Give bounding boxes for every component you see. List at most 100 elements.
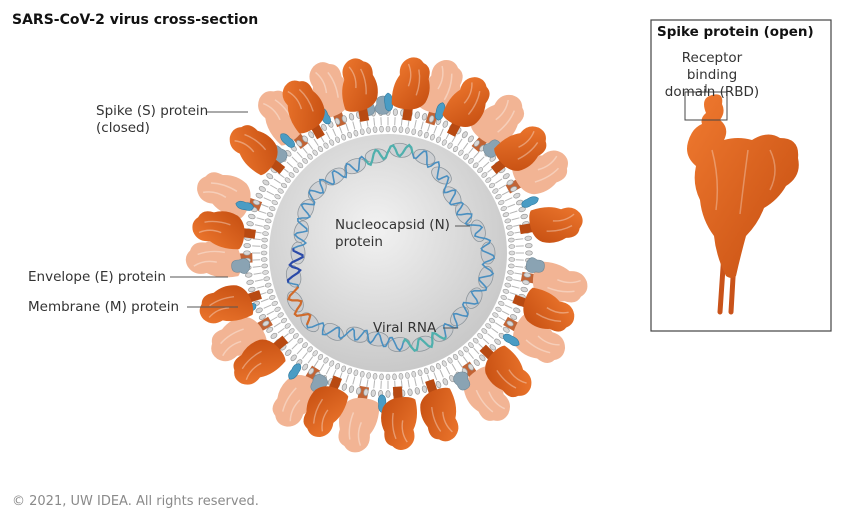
- lipid-head: [260, 257, 268, 262]
- lipid-head: [274, 194, 281, 200]
- diagram-title: SARS-CoV-2 virus cross-section: [12, 12, 259, 28]
- lipid-head: [485, 323, 492, 329]
- lipid-head: [429, 134, 435, 141]
- lipid-head: [442, 120, 449, 128]
- lipid-head: [435, 363, 441, 370]
- lipid-head: [270, 332, 278, 339]
- lipid-head: [508, 257, 516, 262]
- lipid-head: [504, 282, 512, 288]
- lipid-head: [500, 206, 507, 212]
- lipid-head: [341, 134, 347, 141]
- lipid-head: [262, 320, 270, 327]
- nucleocapsid-bead: [346, 326, 369, 343]
- lipid-head: [414, 111, 420, 119]
- lipid-head: [414, 387, 420, 395]
- lipid-head: [266, 173, 274, 180]
- lipid-head: [264, 218, 272, 224]
- lipid-head: [271, 200, 278, 206]
- lipid-head: [508, 244, 516, 249]
- lipid-head: [308, 131, 315, 139]
- lipid-head: [508, 250, 516, 256]
- lipid-head: [522, 279, 530, 285]
- lipid-head: [398, 373, 404, 380]
- lipid-head: [258, 186, 266, 192]
- lipid-head: [261, 237, 268, 243]
- lipid-head: [321, 123, 327, 131]
- lipid-head: [312, 350, 318, 357]
- lipid-head: [288, 328, 295, 334]
- lipid-head: [243, 243, 251, 249]
- lipid-head: [262, 270, 269, 275]
- lipid-head: [506, 276, 513, 282]
- envelope-protein: [525, 256, 546, 275]
- lipid-head: [510, 186, 518, 192]
- lipid-head: [467, 363, 474, 371]
- spike-protein: [335, 54, 384, 125]
- lipid-head: [495, 306, 502, 312]
- rbd-label: Receptor binding domain (RBD): [656, 50, 768, 101]
- lipid-head: [506, 224, 513, 230]
- rbd-label-line2: domain (RBD): [664, 84, 760, 100]
- nucleocapsid-bead: [431, 166, 452, 185]
- viral-rna-coil: [285, 142, 496, 353]
- lipid-head: [481, 328, 488, 334]
- lipid-head: [485, 177, 492, 183]
- lipid-head: [385, 125, 391, 133]
- lipid-head: [302, 135, 309, 143]
- lipid-head: [274, 306, 281, 312]
- nucleocapsid-bead: [344, 158, 367, 175]
- lipid-head: [290, 354, 297, 362]
- lipid-head: [489, 344, 497, 351]
- lipid-head: [248, 286, 256, 293]
- lipid-head: [507, 231, 514, 236]
- lipid-head: [258, 314, 266, 320]
- lipid-head: [423, 367, 429, 375]
- lipid-head: [516, 199, 524, 206]
- lipid-head: [447, 142, 453, 149]
- lipid-head: [317, 353, 324, 361]
- lipid-head: [481, 172, 488, 178]
- lipid-head: [348, 385, 355, 393]
- lipid-head: [467, 135, 474, 143]
- lipid-head: [473, 140, 480, 147]
- lipid-head: [385, 390, 391, 398]
- spike-closed-label-line1: Spike (S) protein: [96, 103, 209, 119]
- lipid-head: [288, 172, 295, 178]
- lipid-head: [510, 314, 518, 320]
- lipid-head: [292, 333, 299, 339]
- lipid-head: [417, 129, 423, 137]
- lipid-head: [307, 153, 313, 160]
- lipid-head: [492, 188, 499, 194]
- nucleocapsid-label: Nucleocapsid (N) protein: [335, 217, 450, 251]
- lipid-head: [392, 108, 398, 116]
- lipid-head: [458, 350, 464, 357]
- lipid-head: [366, 372, 371, 379]
- lipid-head: [508, 263, 515, 269]
- lipid-head: [421, 113, 428, 121]
- lipid-head: [334, 117, 341, 125]
- lipid-head: [372, 373, 378, 380]
- lipid-head: [405, 127, 410, 134]
- lipid-head: [500, 294, 507, 300]
- lipid-head: [502, 173, 510, 180]
- nucleocapsid-label-line2: protein: [335, 234, 383, 250]
- lipid-head: [463, 153, 469, 160]
- lipid-head: [429, 365, 435, 372]
- lipid-head: [317, 145, 324, 153]
- lipid-head: [452, 353, 459, 361]
- lipid-head: [266, 288, 274, 294]
- lipid-head: [523, 272, 531, 278]
- lipid-head: [488, 317, 496, 324]
- lipid-head: [302, 157, 308, 164]
- lipid-head: [520, 213, 528, 220]
- lipid-head: [284, 177, 291, 183]
- open-spike-illustration: [687, 94, 799, 315]
- spike-protein: [378, 384, 421, 452]
- lipid-head: [246, 221, 254, 227]
- lipid-head: [329, 360, 335, 367]
- rna-accent-segment: [402, 331, 447, 353]
- lipid-head: [417, 369, 423, 377]
- lipid-head: [435, 381, 442, 389]
- lipid-head: [323, 357, 329, 364]
- lipid-head: [297, 337, 304, 344]
